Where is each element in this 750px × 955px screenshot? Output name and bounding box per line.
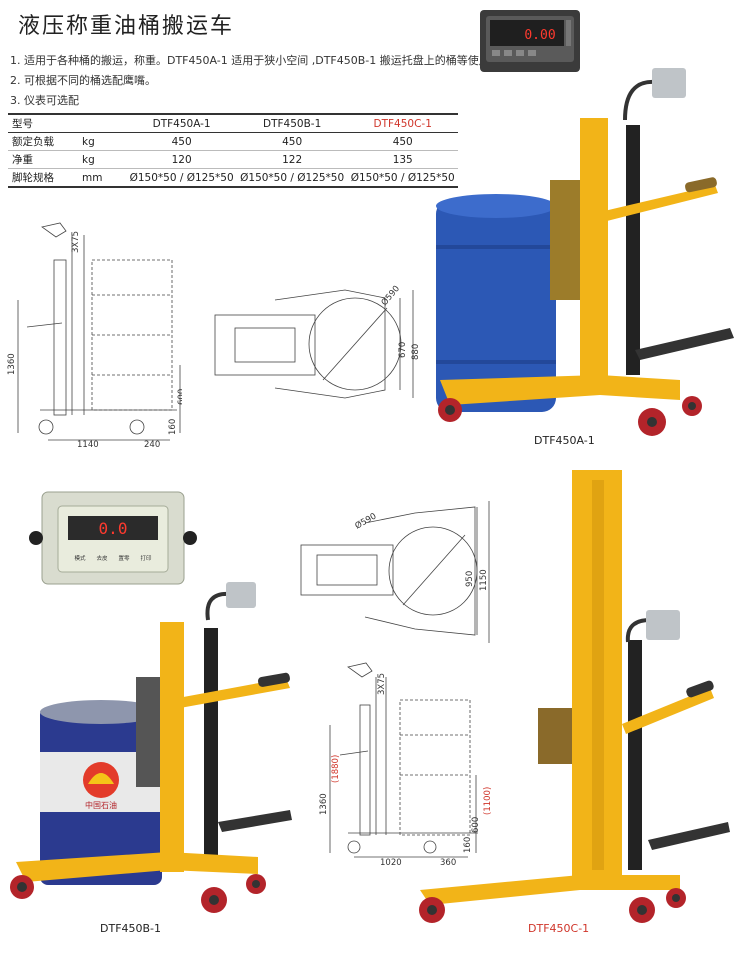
spec-cell: 净重 (8, 150, 83, 169)
tech-drawing-a-top: Ø590 670 880 (214, 283, 421, 399)
tech-drawing-b-top: Ø590 950 1150 (300, 501, 490, 643)
drum-logo-text: 中国石油 (85, 800, 117, 810)
dim-length-b: 1020 (380, 858, 402, 868)
svg-text:0.00: 0.00 (524, 28, 555, 43)
dim-base-b: 160 (463, 837, 473, 853)
display-button-mode: 模式 (74, 554, 86, 562)
spec-cell: 135 (347, 150, 458, 169)
weighing-display-image: 0.0 模式 去皮 置零 打印 (29, 491, 197, 585)
dim-dia-a: Ø590 (379, 283, 402, 308)
spec-cell: 120 (126, 150, 237, 169)
spec-header-model: 型号 (8, 113, 83, 133)
spec-cell: 122 (236, 150, 348, 169)
dim-w1-b: 950 (465, 571, 475, 587)
spec-cell: 450 (347, 132, 458, 151)
feature-line-3: 3. 仪表可选配 (10, 94, 79, 107)
spec-cell: kg (82, 132, 127, 151)
spec-cell: 450 (236, 132, 348, 151)
spec-table: 型号 DTF450A-1 DTF450B-1 DTF450C-1 额定负载 kg… (8, 113, 458, 188)
dim-lift-alt-b: (1100) (483, 787, 493, 815)
spec-header-c: DTF450C-1 (347, 113, 458, 133)
feature-line-2: 2. 可根据不同的桶选配鹰嘴。 (10, 74, 156, 87)
product-photo-dtf450a (436, 68, 734, 436)
spec-cell: Ø150*50 / Ø125*50 (126, 168, 237, 188)
spec-header-unit (82, 113, 127, 133)
product-photo-dtf450c (419, 470, 730, 923)
dim-base-a: 160 (168, 419, 178, 435)
dim-dia-b: Ø590 (353, 511, 378, 532)
spec-cell: mm (82, 168, 127, 188)
dim-w1-a: 670 (398, 342, 408, 358)
dim-top-b: 3X75 (377, 673, 387, 695)
display-button-tare: 去皮 (96, 554, 108, 562)
dim-height-alt-b: (1880) (331, 755, 341, 783)
spec-cell: Ø150*50 / Ø125*50 (236, 168, 348, 188)
feature-line-1: 1. 适用于各种桶的搬运，称重。DTF450A-1 适用于狭小空间 ,DTF45… (10, 54, 501, 67)
caption-dtf450b: DTF450B-1 (100, 922, 162, 935)
tech-drawing-a-side: 3X75 1360 600 160 1140 240 (7, 222, 182, 450)
dim-height-a: 1360 (7, 353, 17, 375)
dim-wheel-b: 360 (440, 858, 456, 868)
spec-cell: kg (82, 150, 127, 169)
tech-drawing-b-side: 3X75 1360 (1880) 600 (1100) 160 1020 360 (319, 662, 493, 868)
dim-lift-a: 600 (177, 389, 182, 405)
spec-header-b: DTF450B-1 (236, 113, 348, 133)
product-photo-dtf450b: 中国石油 (10, 582, 292, 913)
table-row: 脚轮规格 mm Ø150*50 / Ø125*50 Ø150*50 / Ø125… (8, 168, 458, 188)
caption-dtf450c: DTF450C-1 (528, 922, 590, 935)
spec-cell: 450 (126, 132, 237, 151)
spec-header-row: 型号 DTF450A-1 DTF450B-1 DTF450C-1 (8, 113, 458, 133)
spec-cell: Ø150*50 / Ø125*50 (347, 168, 458, 188)
caption-dtf450a: DTF450A-1 (534, 434, 595, 447)
display-button-print: 打印 (140, 554, 152, 562)
dim-wheel-a: 240 (144, 440, 160, 450)
spec-cell: 脚轮规格 (8, 168, 83, 188)
weighing-indicator-image: 0.00 (480, 10, 580, 72)
dim-top-a: 3X75 (71, 231, 81, 253)
page-title: 液压称重油桶搬运车 (18, 14, 235, 39)
table-row: 净重 kg 120 122 135 (8, 150, 458, 169)
display-reading: 0.0 (99, 519, 128, 538)
dim-length-a: 1140 (77, 440, 99, 450)
spec-cell: 额定负载 (8, 132, 83, 151)
dim-w2-b: 1150 (479, 569, 489, 591)
table-row: 额定负载 kg 450 450 450 (8, 132, 458, 151)
spec-header-a: DTF450A-1 (126, 113, 237, 133)
display-button-zero: 置零 (118, 555, 130, 562)
dim-w2-a: 880 (411, 344, 421, 360)
dim-height-b: 1360 (319, 793, 329, 815)
dim-lift-b: 600 (471, 817, 481, 833)
